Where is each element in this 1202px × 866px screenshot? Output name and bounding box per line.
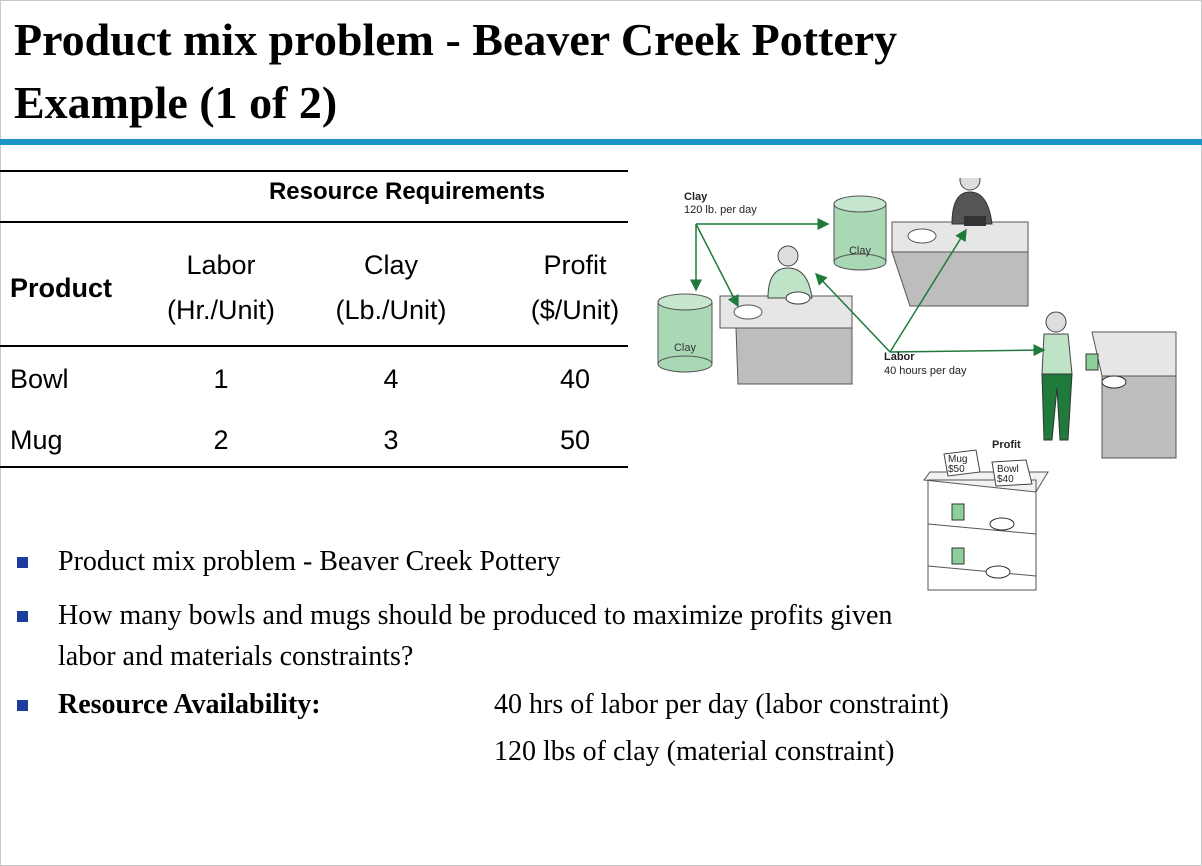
bowl-tag-price: $40: [997, 474, 1014, 485]
col-header-profit: Profit: [543, 250, 607, 280]
clay-bin-front: Clay: [657, 293, 713, 373]
display-shelf: [923, 471, 1049, 591]
mug-tag-name: Mug: [948, 454, 967, 465]
col-unit-clay: (Lb./Unit): [335, 295, 447, 325]
bowl-price-tag: Bowl $40: [991, 459, 1033, 487]
clay-flow-label: Clay: [684, 191, 708, 203]
profit-label: Profit: [992, 439, 1021, 451]
cell-product: Bowl: [10, 364, 69, 394]
workbench-left: [719, 295, 853, 385]
clay-flow-amount: 120 lb. per day: [684, 204, 757, 216]
clay-bin-front-label: Clay: [674, 342, 697, 354]
table-group-header: Resource Requirements: [268, 178, 546, 205]
worker-back: [951, 178, 993, 226]
slide-title: Product mix problem - Beaver Creek Potte…: [14, 8, 1114, 134]
cell-labor: 1: [213, 364, 229, 394]
cell-clay: 3: [383, 425, 399, 455]
table-rule-header: [0, 221, 628, 223]
cell-profit: 50: [559, 425, 591, 455]
flow-arrows: [690, 218, 1046, 357]
col-header-labor: Labor: [186, 250, 256, 280]
bullet-item-continuation: labor and materials constraints?: [58, 641, 414, 672]
worker-right: [1041, 311, 1073, 441]
worker-left: [767, 245, 813, 305]
table-rule-bottom: [0, 466, 628, 468]
resource-availability-label: Resource Availability:: [58, 689, 321, 720]
cell-labor: 2: [213, 425, 229, 455]
labor-flow-amount: 40 hours per day: [884, 365, 967, 377]
bullet-marker: [17, 557, 28, 568]
labor-availability: 40 hrs of labor per day (labor constrain…: [494, 689, 949, 720]
col-header-clay: Clay: [363, 250, 418, 280]
title-line-2: Example (1 of 2): [14, 77, 338, 128]
bullet-item: Product mix problem - Beaver Creek Potte…: [58, 546, 561, 577]
labor-flow-label: Labor: [884, 351, 915, 363]
workbench-right: [1091, 331, 1177, 459]
cell-product: Mug: [10, 425, 63, 455]
mug-tag-price: $50: [948, 464, 965, 475]
mug-price-tag: Mug $50: [943, 449, 981, 477]
finished-items: [1085, 353, 1127, 389]
bowl-tag-name: Bowl: [997, 464, 1019, 475]
col-unit-labor: (Hr./Unit): [167, 295, 275, 325]
bullet-marker: [17, 611, 28, 622]
clay-bin-back: Clay: [833, 195, 887, 271]
cell-profit: 40: [559, 364, 591, 394]
clay-pile: [733, 228, 937, 320]
title-line-1: Product mix problem - Beaver Creek Potte…: [14, 14, 898, 65]
bullet-item: How many bowls and mugs should be produc…: [58, 600, 893, 631]
title-rule: [0, 139, 1202, 145]
table-rule-body: [0, 345, 628, 347]
col-unit-profit: ($/Unit): [530, 295, 620, 325]
clay-availability: 120 lbs of clay (material constraint): [494, 736, 895, 767]
row-header-product: Product: [10, 273, 113, 303]
pottery-illustration: Clay Clay Clay 120 lb: [657, 178, 1177, 591]
clay-bin-back-label: Clay: [849, 245, 872, 257]
bullet-marker: [17, 700, 28, 711]
cell-clay: 4: [383, 364, 399, 394]
table-rule-top: [0, 170, 628, 172]
